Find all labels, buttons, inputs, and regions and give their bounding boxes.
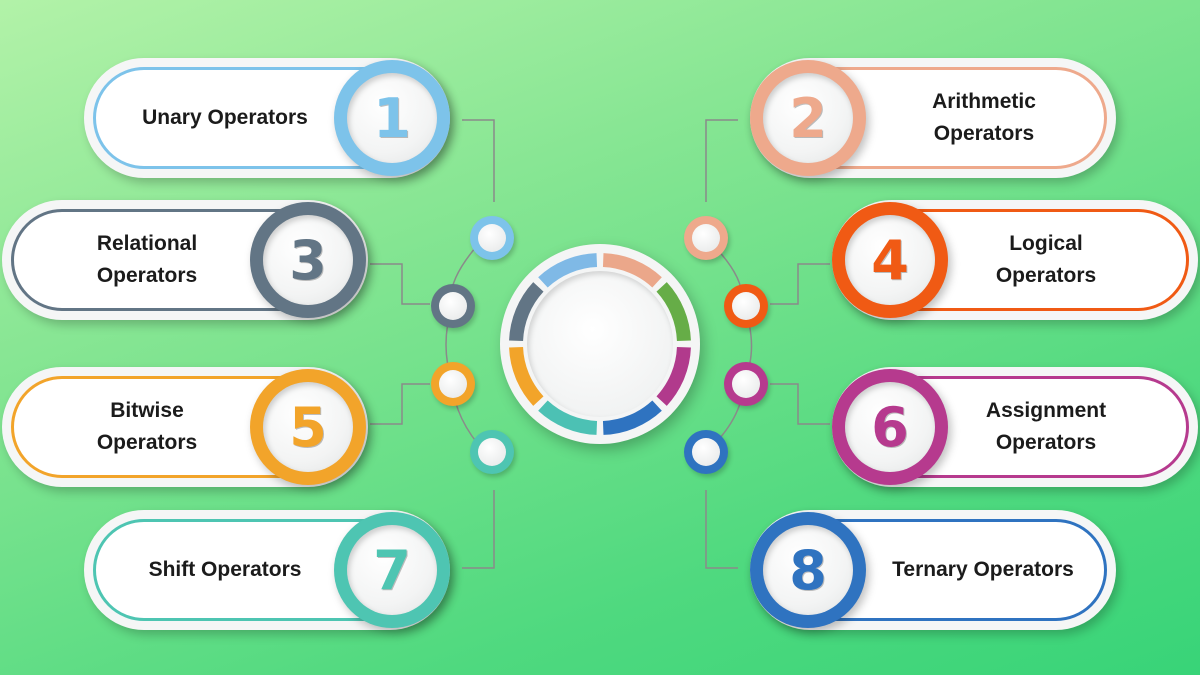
item-7-label: Shift Operators: [148, 558, 302, 581]
item-5-label: Bitwise Operators: [96, 399, 198, 454]
node-3-center: [439, 292, 467, 320]
node-5: [431, 362, 475, 406]
item-4-number: 4: [845, 215, 935, 305]
item-1-label: Unary Operators: [142, 106, 308, 129]
node-2: [684, 216, 728, 260]
item-5-number: 5: [263, 382, 353, 472]
hub-ring-segment-4: [656, 346, 691, 406]
node-1: [470, 216, 514, 260]
item-1-number: 1: [347, 73, 437, 163]
hub-center: [527, 271, 673, 417]
item-1-badge: 1: [334, 60, 450, 176]
node-2-center: [692, 224, 720, 252]
hub-ring-segment-3: [656, 282, 691, 342]
node-1-center: [478, 224, 506, 252]
node-7: [470, 430, 514, 474]
node-4-center: [732, 292, 760, 320]
hub-ring-segment-1: [538, 253, 598, 288]
item-8-number: 8: [763, 525, 853, 615]
hub-ring-segment-5: [602, 400, 662, 435]
item-2-badge: 2: [750, 60, 866, 176]
node-5-center: [439, 370, 467, 398]
item-2-number: 2: [763, 73, 853, 163]
hub-ring-segment-6: [538, 400, 598, 435]
node-4: [724, 284, 768, 328]
item-6-badge: 6: [832, 369, 948, 485]
item-8-badge: 8: [750, 512, 866, 628]
item-7-badge: 7: [334, 512, 450, 628]
item-3-badge: 3: [250, 202, 366, 318]
item-6-label: Assignment Operators: [985, 399, 1107, 454]
hub-ring-segment-7: [509, 346, 544, 406]
item-5-badge: 5: [250, 369, 366, 485]
item-3-label: Relational Operators: [96, 232, 198, 287]
item-8-label: Ternary Operators: [892, 558, 1074, 581]
item-7-number: 7: [347, 525, 437, 615]
node-3: [431, 284, 475, 328]
item-2-label: Arithmetic Operators: [932, 90, 1036, 145]
center-hub: [500, 244, 700, 444]
item-4-label: Logical Operators: [995, 232, 1097, 287]
node-6-center: [732, 370, 760, 398]
item-6-number: 6: [845, 382, 935, 472]
item-3-number: 3: [263, 215, 353, 305]
node-7-center: [478, 438, 506, 466]
node-8: [684, 430, 728, 474]
item-4-badge: 4: [832, 202, 948, 318]
node-6: [724, 362, 768, 406]
node-8-center: [692, 438, 720, 466]
hub-ring-segment-2: [602, 253, 662, 288]
hub-ring-segment-8: [509, 282, 544, 342]
hub-ring: [509, 253, 691, 435]
